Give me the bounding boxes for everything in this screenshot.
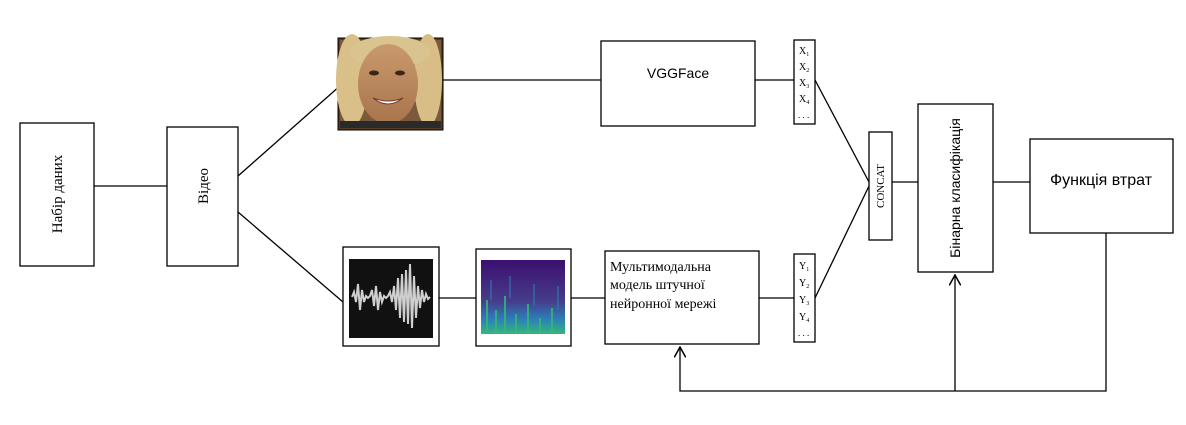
svg-text:X1: X1: [799, 46, 809, 58]
feedback-loss-to-model: [680, 233, 1107, 392]
face-image: [336, 34, 444, 131]
loss-function-node: Функція втрат: [1029, 138, 1174, 234]
svg-text:X3: X3: [799, 78, 809, 90]
multimodal-model-node: Мультимодальна модель штучної нейронної …: [604, 250, 760, 345]
dataset-label: Набір даних: [50, 154, 66, 233]
x-vector-ellipsis: . . .: [798, 110, 809, 120]
vggface-label: VGGFace: [647, 65, 709, 81]
edge-video-waveform: [237, 211, 344, 303]
y-vector-ellipsis: . . .: [798, 328, 809, 338]
loss-function-label: Функція втрат: [1050, 172, 1153, 189]
waveform-image: [342, 246, 440, 347]
concat-label: CONCAT: [875, 164, 887, 208]
dataset-node: Набір даних: [19, 122, 95, 267]
y-feature-vector: Y1 Y2 Y3 Y4 . . .: [793, 253, 816, 343]
edge-x-concat: [814, 79, 870, 183]
edge-y-concat: [814, 185, 870, 299]
vggface-node: VGGFace: [600, 40, 756, 127]
edge-video-face: [237, 84, 342, 177]
multimodal-label-line1: Мультимодальна: [610, 260, 712, 275]
multimodal-label-line3: нейронної мережі: [610, 297, 717, 312]
multimodal-label-line2: модель штучної: [610, 278, 705, 293]
waveform-icon: [351, 263, 431, 329]
binary-classification-node: Бінарна класифікація: [917, 103, 994, 273]
svg-text:Y4: Y4: [799, 312, 809, 324]
x-feature-vector: X1 X2 X3 X4 . . .: [793, 39, 816, 125]
spectrogram-image: [475, 248, 572, 347]
svg-text:X4: X4: [799, 94, 809, 106]
svg-text:Y3: Y3: [799, 295, 809, 307]
svg-text:Y2: Y2: [799, 278, 809, 290]
face-icon: [358, 44, 418, 124]
video-label: Відео: [196, 168, 212, 204]
svg-text:X2: X2: [799, 62, 809, 74]
binary-classification-label: Бінарна класифікація: [947, 118, 963, 258]
svg-text:Y1: Y1: [799, 261, 809, 273]
concat-node: CONCAT: [868, 131, 893, 241]
video-node: Відео: [166, 126, 239, 267]
connectors: [94, 79, 1107, 392]
